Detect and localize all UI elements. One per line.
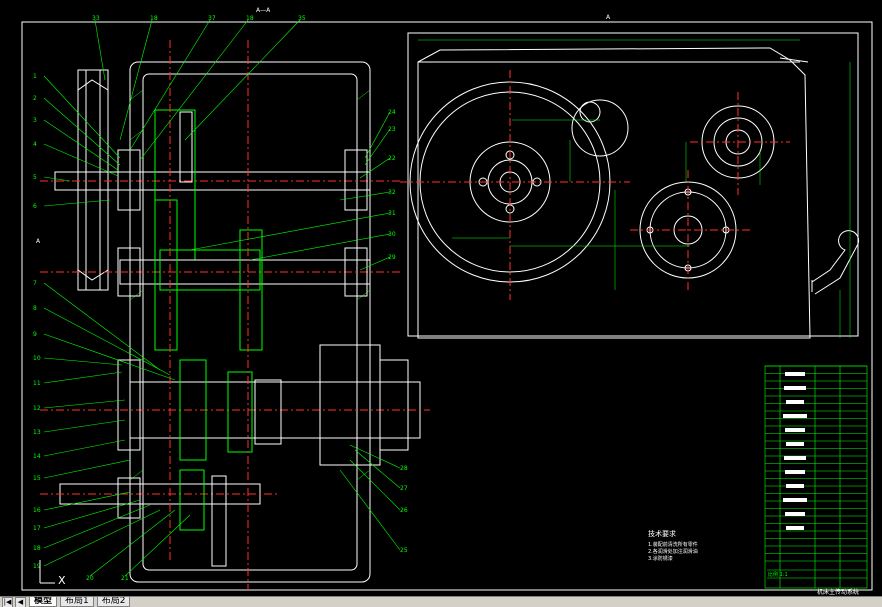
- part-number-label: 3: [33, 117, 37, 124]
- part-number-label: 15: [33, 475, 41, 482]
- part-number-label: 18: [33, 545, 41, 552]
- technical-requirements: 技术要求 1.装配前清洗所有零件 2.各润滑处加注润滑油 3.涂防锈漆: [648, 529, 698, 562]
- part-number-label: 30: [388, 231, 396, 238]
- part-number-label: 18: [246, 15, 254, 22]
- part-number-label: 5: [33, 174, 37, 181]
- part-number-label: 6: [33, 203, 37, 210]
- part-number-label: 2: [33, 95, 37, 102]
- layout-tab-bar: |◀ ◀ 模型 布局1 布局2: [0, 596, 882, 607]
- title-block-name: 机床主传动系统: [817, 588, 859, 596]
- part-number-label: 28: [400, 465, 408, 472]
- part-number-label: 20: [86, 575, 94, 582]
- ucs-x-label: X: [58, 574, 66, 587]
- first-tab-icon[interactable]: |◀: [2, 597, 13, 607]
- drawing-frame: [22, 22, 872, 590]
- part-number-label: 33: [92, 15, 100, 22]
- part-number-label: 4: [33, 141, 37, 148]
- part-number-label: 9: [33, 331, 37, 338]
- part-number-label: 23: [388, 126, 396, 133]
- part-number-label: 18: [150, 15, 158, 22]
- leader-lines: [44, 20, 400, 576]
- tech-line-3: 3.涂防锈漆: [648, 555, 673, 562]
- tech-line-1: 1.装配前清洗所有零件: [648, 541, 698, 548]
- gearbox-section-view: [40, 40, 430, 590]
- part-number-label: 24: [388, 109, 396, 116]
- part-number-label: 26: [400, 507, 408, 514]
- part-number-label: 13: [33, 429, 41, 436]
- part-number-label: 16: [33, 507, 41, 514]
- part-number-label: 8: [33, 305, 37, 312]
- part-number-label: 29: [388, 254, 396, 261]
- right-part-numbers: 24 23 22 32 31 30 29 28 27 26 25: [388, 109, 408, 554]
- part-number-label: 21: [121, 575, 129, 582]
- part-number-label: 31: [388, 210, 396, 217]
- tech-line-2: 2.各润滑处加注润滑油: [648, 548, 698, 555]
- part-number-label: 22: [388, 155, 396, 162]
- ucs-icon: [40, 560, 55, 583]
- tech-title: 技术要求: [648, 529, 676, 538]
- title-block-sheet: 比例 1:1: [768, 571, 788, 578]
- part-number-label: 12: [33, 405, 41, 412]
- gearbox-end-view: [400, 33, 859, 338]
- part-number-label: 27: [400, 485, 408, 492]
- view-label-right: A: [606, 14, 611, 21]
- part-number-label: 11: [33, 380, 41, 387]
- part-number-label: 1: [33, 73, 37, 80]
- part-number-label: 32: [388, 189, 396, 196]
- part-number-label: 14: [33, 453, 41, 460]
- part-number-label: 37: [208, 15, 216, 22]
- top-part-numbers: 33 18 37 18 35: [92, 15, 306, 22]
- section-label: A—A: [256, 7, 271, 14]
- part-number-label: 7: [33, 280, 37, 287]
- mark-a-left: A: [36, 238, 41, 245]
- part-number-label: 10: [33, 355, 41, 362]
- part-number-label: 35: [298, 15, 306, 22]
- part-number-label: 17: [33, 525, 41, 532]
- part-number-label: 25: [400, 547, 408, 554]
- parts-list-title-block: [765, 366, 867, 588]
- prev-tab-icon[interactable]: ◀: [15, 597, 26, 607]
